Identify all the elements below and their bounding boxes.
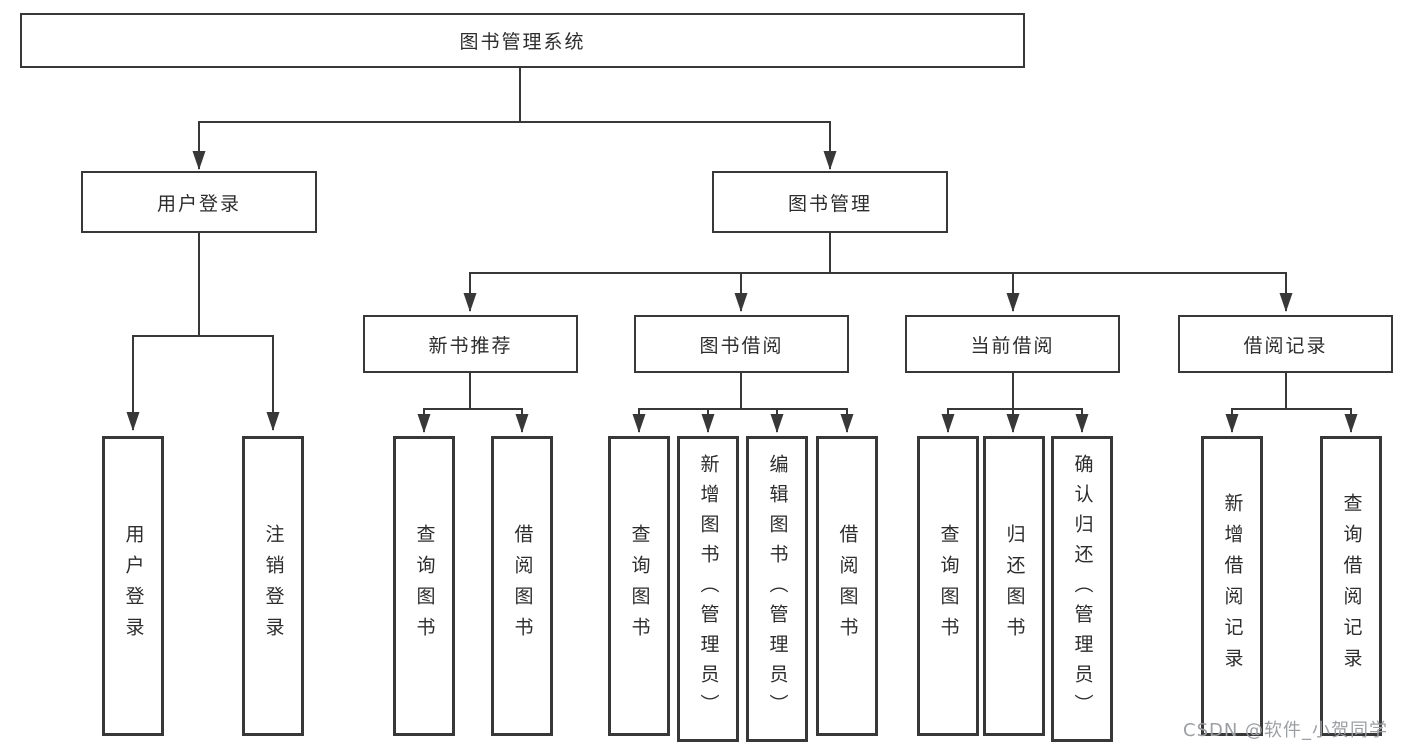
leaf-borrow-books: 借阅图书	[816, 436, 878, 736]
leaf-logout: 注销登录	[242, 436, 304, 736]
node-root-label: 图书管理系统	[459, 31, 586, 53]
leaf-query-borrow-record-label: 查询借阅记录	[1340, 493, 1363, 679]
leaf-user-login-label: 用户登录	[122, 524, 145, 648]
csdn-watermark: CSDN @软件_小贺同学	[1183, 720, 1389, 741]
node-root: 图书管理系统	[20, 13, 1025, 68]
node-book-management: 图书管理	[712, 171, 948, 233]
leaf-confirm-return-admin-label: 确认归还（管理员）	[1071, 454, 1094, 724]
node-borrow-records-label: 借阅记录	[1243, 334, 1328, 357]
leaf-query-books-borrow-label: 查询图书	[628, 524, 651, 648]
leaf-query-books-current-label: 查询图书	[937, 524, 960, 648]
leaf-return-books-label: 归还图书	[1003, 524, 1026, 648]
leaf-query-books-current: 查询图书	[917, 436, 979, 736]
node-user-login: 用户登录	[81, 171, 317, 233]
leaf-add-borrow-record: 新增借阅记录	[1201, 436, 1263, 736]
leaf-add-books-admin-label: 新增图书（管理员）	[697, 454, 720, 724]
leaf-return-books: 归还图书	[983, 436, 1045, 736]
leaf-query-books-borrow: 查询图书	[608, 436, 670, 736]
leaf-query-books-recommend-label: 查询图书	[413, 524, 436, 648]
leaf-borrow-books-recommend-label: 借阅图书	[511, 524, 534, 648]
leaf-logout-label: 注销登录	[262, 524, 285, 648]
node-new-book-recommend: 新书推荐	[363, 315, 578, 373]
node-book-borrow: 图书借阅	[634, 315, 849, 373]
leaf-borrow-books-recommend: 借阅图书	[491, 436, 553, 736]
leaf-query-borrow-record: 查询借阅记录	[1320, 436, 1382, 736]
leaf-add-books-admin: 新增图书（管理员）	[677, 436, 739, 742]
node-new-book-recommend-label: 新书推荐	[428, 334, 513, 357]
node-user-login-label: 用户登录	[156, 192, 241, 215]
leaf-query-books-recommend: 查询图书	[393, 436, 455, 736]
node-current-borrow-label: 当前借阅	[970, 334, 1055, 357]
node-borrow-records: 借阅记录	[1178, 315, 1393, 373]
leaf-confirm-return-admin: 确认归还（管理员）	[1051, 436, 1113, 742]
node-book-borrow-label: 图书借阅	[699, 334, 784, 357]
node-book-management-label: 图书管理	[787, 192, 872, 215]
leaf-borrow-books-label: 借阅图书	[836, 524, 859, 648]
node-current-borrow: 当前借阅	[905, 315, 1120, 373]
leaf-edit-books-admin: 编辑图书（管理员）	[746, 436, 808, 742]
leaf-add-borrow-record-label: 新增借阅记录	[1221, 493, 1244, 679]
leaf-edit-books-admin-label: 编辑图书（管理员）	[766, 454, 789, 724]
leaf-user-login: 用户登录	[102, 436, 164, 736]
